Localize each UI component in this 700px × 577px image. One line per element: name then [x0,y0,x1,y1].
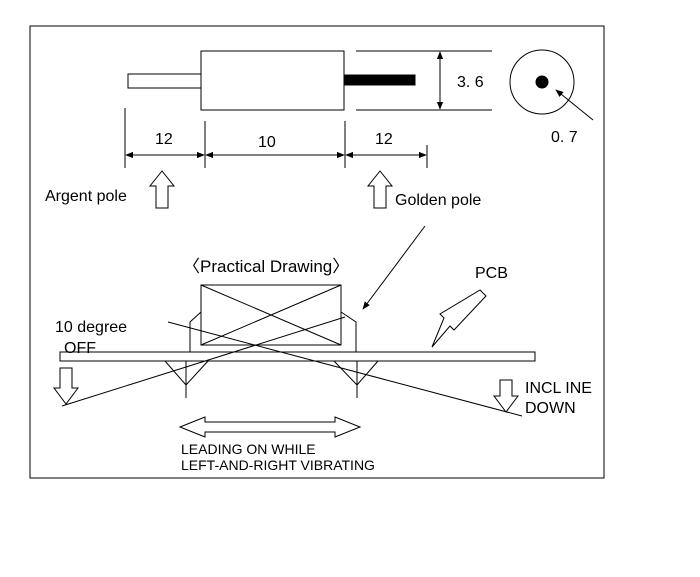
practical-drawing [59,225,536,417]
practical-drawing-label: 〈Practical Drawing〉 [183,257,349,276]
leading-label-line2: LEFT-AND-RIGHT VIBRATING [181,457,375,473]
lead-right [333,360,379,386]
incline-label: INCL INE [525,380,592,397]
right-lead [343,74,416,86]
vibration-double-arrow-icon [178,416,362,438]
incline-down-arrow-icon [493,379,519,413]
component-profile-right [340,311,357,352]
argent-pole-arrow-icon [148,170,176,209]
component-body [200,50,345,111]
end-view-pin [535,75,549,89]
pcb-label: PCB [475,265,508,282]
incline-line [61,316,346,407]
component-drawing [124,49,594,168]
incline-line [167,321,523,417]
body-cross [200,284,342,346]
down-label: DOWN [525,400,576,417]
end-view-circle [509,49,575,115]
off-label: OFF [64,340,96,357]
leading-label-line1: LEADING ON WHILE [181,441,316,457]
golden-pole-label: Golden pole [395,192,481,209]
component-profile-left [189,311,202,352]
dim-label-right-lead: 12 [375,131,393,148]
pcb-board [59,351,536,362]
dim-label-body: 10 [258,134,276,151]
ten-degree-down-arrow-icon [53,367,79,405]
practical-body [200,284,342,346]
left-lead [127,73,202,89]
dim-label-diameter: 3. 6 [457,74,484,91]
golden-pole-arrow-icon [366,170,394,209]
argent-pole-label: Argent pole [45,188,127,205]
pin-pointer [555,89,594,121]
dim-label-left-lead: 12 [155,131,173,148]
golden-pole-pointer [362,225,426,310]
pcb-arrow-icon [431,289,487,348]
dim-label-pin: 0. 7 [551,129,578,146]
ten-degree-label: 10 degree [55,319,127,336]
diagram-frame [29,25,605,479]
